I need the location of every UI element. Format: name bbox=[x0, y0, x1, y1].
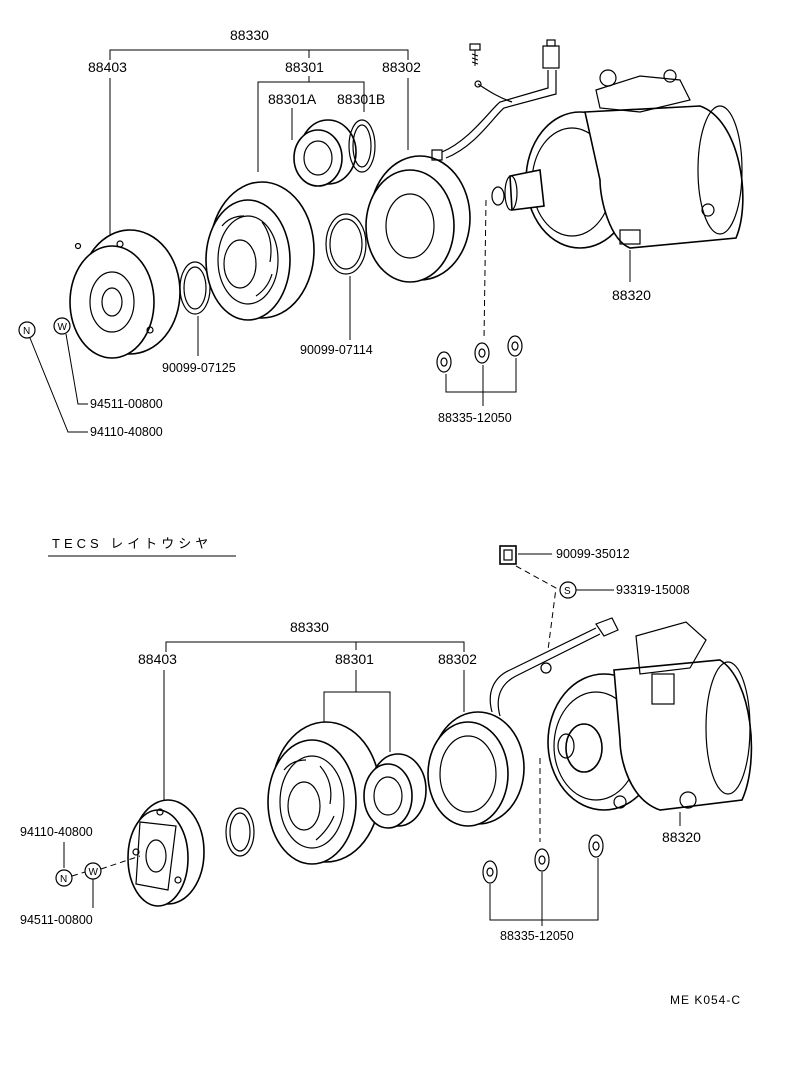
upper-hub-label: 88403 bbox=[88, 59, 127, 75]
upper-nut-symbol: N bbox=[18, 321, 36, 339]
upper-bearing-part bbox=[293, 119, 357, 187]
lower-coil-label: 88302 bbox=[438, 651, 477, 667]
upper-shims-bracket bbox=[445, 358, 517, 393]
upper-snap-ring-large bbox=[325, 213, 367, 340]
lower-clip-part bbox=[499, 545, 517, 565]
lower-bearing-part bbox=[363, 753, 427, 829]
upper-pulley-a-label: 88301A bbox=[268, 91, 317, 107]
upper-coil-label: 88302 bbox=[382, 59, 421, 75]
svg-text:S: S bbox=[564, 586, 571, 597]
lower-clip-dash bbox=[515, 565, 557, 651]
lower-hub-part bbox=[127, 799, 205, 907]
upper-screw-part bbox=[469, 43, 481, 66]
lower-nut-symbol: N bbox=[55, 869, 73, 887]
lower-clip-label: 90099-35012 bbox=[556, 547, 630, 561]
upper-diagram: 88330 88403 88301 88301A 88301B 88302 bbox=[18, 27, 744, 439]
svg-text:W: W bbox=[89, 867, 99, 878]
upper-pulley-label: 88301 bbox=[285, 59, 324, 75]
upper-coil-part bbox=[365, 70, 557, 283]
lower-washer-label: 94511-00800 bbox=[20, 913, 93, 927]
upper-washer-symbol: W bbox=[53, 317, 71, 335]
upper-shims-label: 88335-12050 bbox=[438, 411, 512, 425]
lower-pulley-part bbox=[267, 721, 381, 865]
lower-shims-label: 88335-12050 bbox=[500, 929, 574, 943]
svg-text:N: N bbox=[23, 326, 30, 337]
upper-compressor-label: 88320 bbox=[612, 287, 651, 303]
lower-pulley-bracket bbox=[323, 691, 391, 752]
upper-snap-ring-small bbox=[179, 261, 211, 356]
lower-screw-label: 93319-15008 bbox=[616, 583, 690, 597]
lower-assembly-bracket bbox=[165, 641, 465, 652]
lower-diagram: 88330 88403 88301 88302 bbox=[20, 545, 753, 943]
lower-assembly-label: 88330 bbox=[290, 619, 329, 635]
lower-washer-symbol: W bbox=[84, 862, 102, 880]
svg-text:W: W bbox=[58, 322, 68, 333]
svg-text:N: N bbox=[60, 874, 67, 885]
lower-screw-symbol: S bbox=[559, 581, 577, 599]
lower-pulley-label: 88301 bbox=[335, 651, 374, 667]
upper-nut-label: 94110-40800 bbox=[90, 425, 163, 439]
upper-assembly-bracket bbox=[109, 49, 409, 60]
footer-code: ME K054-C bbox=[670, 993, 741, 1007]
lower-shims-bracket bbox=[489, 858, 599, 921]
upper-shim-dash bbox=[483, 199, 487, 341]
upper-assembly-label: 88330 bbox=[230, 27, 269, 43]
upper-ring-large-label: 90099-07114 bbox=[300, 343, 373, 357]
lower-nut-label: 94110-40800 bbox=[20, 825, 93, 839]
lower-compressor-label: 88320 bbox=[662, 829, 701, 845]
upper-hub-part bbox=[69, 229, 181, 359]
upper-compressor-part bbox=[491, 69, 744, 282]
lower-shims-part bbox=[482, 834, 604, 884]
upper-connector-part bbox=[542, 39, 560, 69]
upper-shims-part bbox=[436, 335, 523, 373]
upper-ring-b-part bbox=[348, 119, 376, 173]
section-title: TECS レイトウシヤ bbox=[52, 536, 212, 551]
upper-ring-small-label: 90099-07125 bbox=[162, 361, 236, 375]
lower-compressor-part bbox=[547, 621, 753, 826]
upper-pulley-part bbox=[205, 181, 315, 321]
upper-pulley-bracket bbox=[257, 81, 365, 172]
lower-hub-label: 88403 bbox=[138, 651, 177, 667]
lower-coil-part bbox=[427, 617, 619, 827]
lower-snap-ring bbox=[225, 807, 255, 857]
upper-washer-label: 94511-00800 bbox=[90, 397, 163, 411]
upper-pulley-b-label: 88301B bbox=[337, 91, 385, 107]
